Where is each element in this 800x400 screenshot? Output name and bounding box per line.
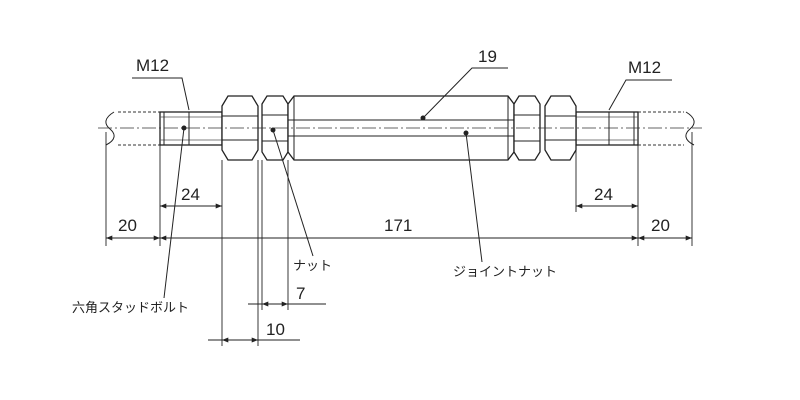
- left-bolt-threaded-shank: [159, 111, 223, 146]
- dim-text-extension-left: 20: [118, 216, 137, 235]
- label-m12-right: M12: [628, 58, 661, 77]
- right-stud-bolt: [575, 111, 695, 146]
- leader-lock-nut: [272, 129, 314, 257]
- label-hex-stud-bolt: 六角スタッドボルト: [72, 301, 189, 316]
- dim-text-gap: 10: [266, 320, 285, 339]
- extension-lines: [105, 132, 693, 346]
- left-bolt-dashed-extension: [118, 111, 160, 146]
- right-bolt-dashed-extension: [638, 111, 684, 146]
- label-nut: ナット: [293, 259, 332, 274]
- leader-stud-bolt: [163, 127, 185, 299]
- right-bolt-break-line: [685, 111, 695, 146]
- label-joint-nut-width: 19: [478, 47, 497, 66]
- leader-dot-stud-bolt: [181, 125, 187, 131]
- label-joint-nut: ジョイントナット: [453, 265, 557, 280]
- dim-text-extension-right: 20: [651, 216, 670, 235]
- dim-text-overall: 171: [384, 216, 412, 235]
- left-bolt-break-line: [105, 111, 115, 146]
- dim-text-thread-left: 24: [181, 185, 200, 204]
- dim-text-nut-thickness: 7: [296, 284, 305, 303]
- label-m12-left: M12: [136, 56, 169, 75]
- leader-joint-nut-width: [422, 67, 508, 119]
- leader-m12-right: [608, 79, 672, 111]
- right-bolt-threaded-shank: [575, 111, 639, 146]
- leader-m12-left: [132, 77, 190, 111]
- dim-text-thread-right: 24: [594, 185, 613, 204]
- left-stud-bolt: [105, 111, 223, 146]
